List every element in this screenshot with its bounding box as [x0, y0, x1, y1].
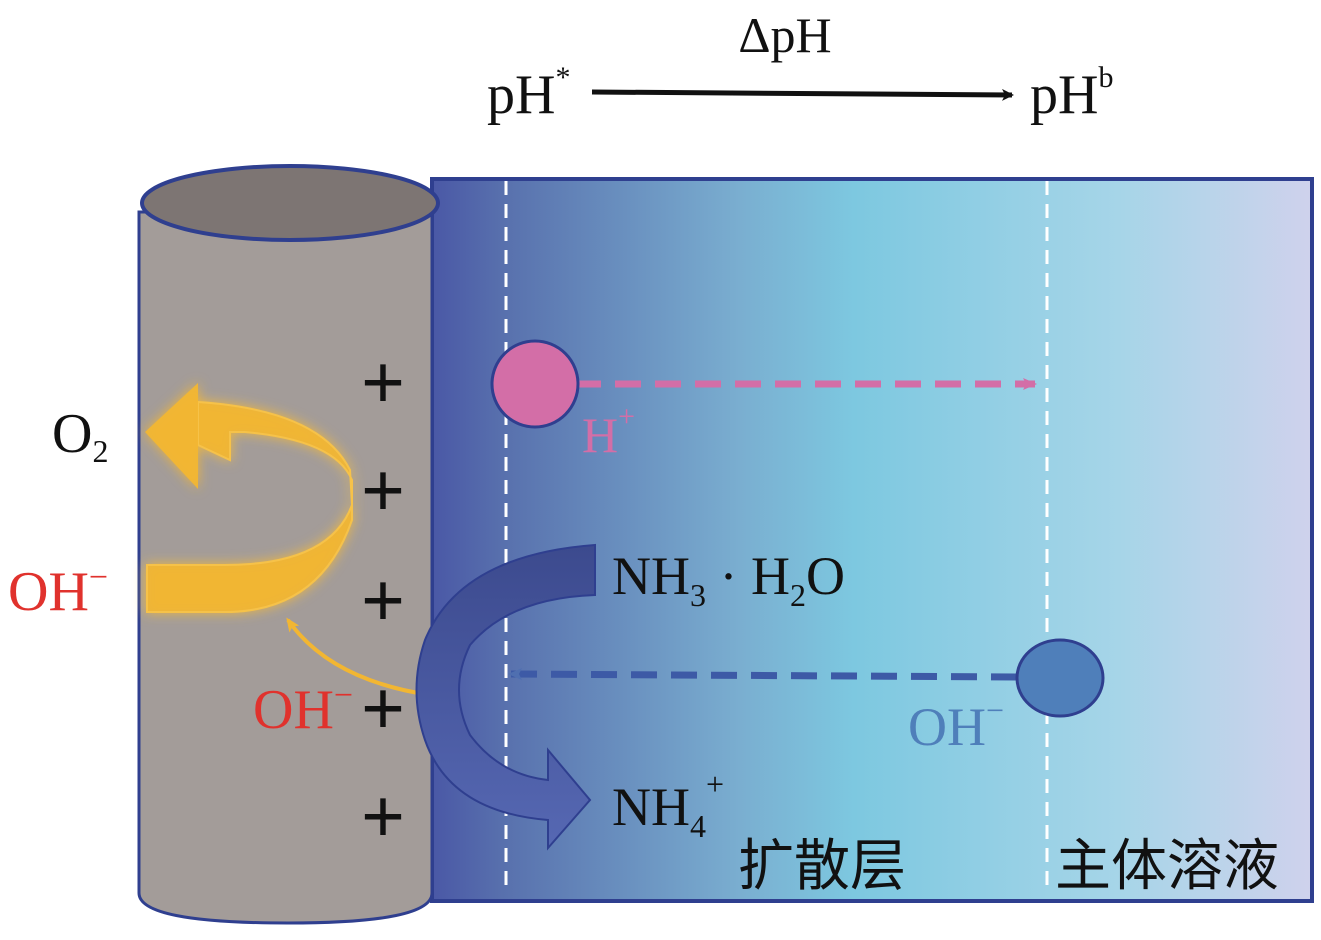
ammonia-sub3: 3 — [690, 577, 706, 613]
delta-ph-label: ΔpH — [738, 7, 831, 63]
plus-signs: + + + + + — [361, 339, 405, 860]
hydroxide-left-base: OH — [8, 561, 89, 623]
plus-sign: + — [361, 447, 405, 534]
hydroxide-left-sup: − — [89, 559, 108, 596]
hydroxide-bulk-sup: − — [986, 692, 1004, 728]
ph-bulk-sup: b — [1098, 61, 1113, 94]
oxygen-label: O2 — [52, 403, 108, 469]
proton-particle — [490, 339, 580, 429]
diffusion-layer-label: 扩散层 — [738, 834, 906, 899]
electrode-top — [140, 164, 440, 242]
hydroxide-left-label: OH− — [8, 559, 108, 623]
ammonium-sub: 4 — [690, 808, 706, 844]
delta-ph-arrow — [591, 88, 1014, 101]
ph-bulk-label: pHb — [1030, 61, 1113, 126]
ammonium-sup: + — [706, 766, 724, 802]
plus-sign: + — [361, 773, 405, 860]
oxygen-evolution-arrow — [145, 383, 353, 613]
ph-surface-base: pH — [487, 64, 555, 126]
ammonia-o: O — [806, 546, 845, 606]
ph-surface-label: pH* — [487, 61, 570, 126]
ammonia-sub2: 2 — [790, 577, 806, 613]
ammonia-label: NH3 · H2O — [612, 546, 845, 613]
proton-label: H+ — [582, 400, 635, 463]
oxygen-label-base: O — [52, 403, 92, 465]
proton-label-base: H — [582, 407, 618, 463]
hydroxide-mid-base: OH — [253, 679, 334, 741]
ammonium-nh: NH — [612, 777, 690, 837]
hydroxide-oxidation-arrow — [286, 617, 431, 697]
oxygen-label-sub: 2 — [92, 433, 108, 469]
hydroxide-mid-label: OH− — [253, 677, 353, 741]
hydroxide-particle — [1015, 638, 1105, 718]
solution-region — [430, 177, 1314, 903]
hydroxide-bulk-base: OH — [908, 697, 986, 757]
plus-sign: + — [361, 557, 405, 644]
hydroxide-transport-arrow — [508, 668, 1018, 681]
ph-surface-sup: * — [555, 61, 570, 94]
ammonium-label: NH4+ — [612, 766, 724, 844]
ph-bulk-base: pH — [1030, 64, 1098, 126]
oxygen-arrow-body — [146, 400, 353, 613]
hydroxide-bulk-label: OH− — [908, 692, 1004, 757]
bulk-solution-label: 主体溶液 — [1055, 834, 1279, 899]
ammonia-dot-h: · H — [706, 546, 790, 606]
ammonia-conversion-arrow — [415, 543, 596, 851]
ammonia-nh: NH — [612, 546, 690, 606]
plus-sign: + — [361, 339, 405, 426]
proton-label-sup: + — [618, 400, 635, 433]
oxygen-arrow-head — [145, 383, 198, 489]
hydroxide-mid-sup: − — [334, 677, 353, 714]
